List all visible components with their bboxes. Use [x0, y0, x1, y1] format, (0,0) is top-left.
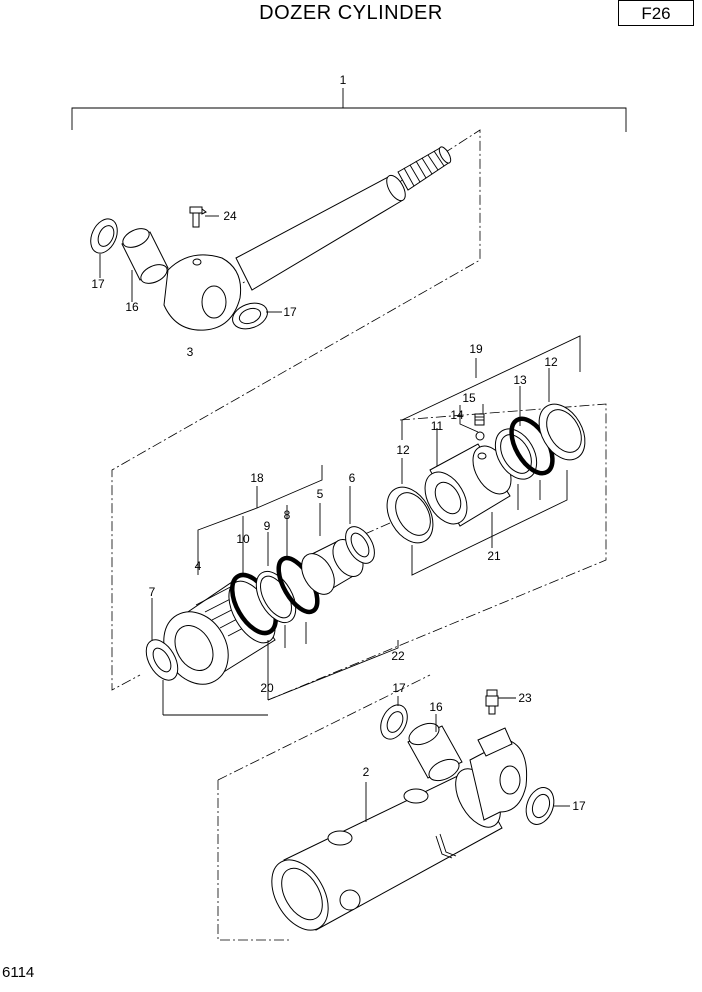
- rod-thread: [403, 150, 445, 187]
- cylinder-tube: [271, 727, 528, 931]
- callout-2: 2: [363, 765, 370, 779]
- callout-6: 6: [349, 471, 356, 485]
- grease-fitting-23: [485, 689, 516, 715]
- callout-9: 9: [264, 519, 271, 533]
- callout-15: 15: [462, 391, 476, 405]
- set-screw-15: [474, 413, 485, 426]
- callout-1: 1: [340, 73, 347, 87]
- callout-19: 19: [469, 342, 483, 356]
- callout-18: 18: [250, 471, 264, 485]
- piston-5: [301, 539, 364, 595]
- seal-7: [145, 639, 179, 681]
- rod-eye: [163, 254, 242, 331]
- callout-16-lower: 16: [429, 700, 443, 714]
- callout-17-upper-left: 17: [91, 277, 105, 291]
- callout-16-upper: 16: [125, 300, 139, 314]
- callout-13: 13: [513, 373, 527, 387]
- callout-23: 23: [518, 691, 532, 705]
- ring-12-left: [386, 486, 434, 544]
- callout-21: 21: [487, 549, 501, 563]
- callout-labels: 1 2 3 4 5 6 7 8 9 10 11 12 12 13 14 15 1…: [91, 73, 586, 813]
- steel-ball-14: [475, 431, 485, 441]
- callout-8: 8: [284, 508, 291, 522]
- ring-6: [345, 526, 375, 564]
- assembly-bracket-1: [71, 88, 627, 132]
- dust-seal-17-lower-left: [380, 696, 408, 740]
- callout-17-lower-left: 17: [392, 681, 406, 695]
- leader-lines-middle-left: [151, 465, 399, 716]
- piston-rod: [235, 146, 452, 291]
- bushing-16-upper: [121, 228, 169, 302]
- callout-12-left: 12: [396, 443, 410, 457]
- ring-12-right: [538, 403, 586, 461]
- callout-24: 24: [223, 209, 237, 223]
- dust-seal-17-lower-right: [525, 787, 570, 825]
- dust-seal-17-upper-right: [232, 302, 282, 330]
- callout-3: 3: [187, 345, 194, 359]
- grease-fitting-24: [189, 206, 219, 228]
- callout-11: 11: [431, 419, 444, 433]
- gland-4: [163, 579, 276, 685]
- callout-10: 10: [236, 532, 250, 546]
- callout-17-upper-right: 17: [283, 305, 297, 319]
- callout-22: 22: [391, 649, 405, 663]
- callout-4: 4: [195, 559, 202, 573]
- callout-12-right: 12: [544, 355, 558, 369]
- page-reference: F26: [618, 0, 694, 26]
- dust-seal-17-upper-left: [90, 218, 118, 278]
- leader-lines-middle-right: [401, 335, 581, 576]
- diagram-title: DOZER CYLINDER: [259, 2, 443, 24]
- callout-20: 20: [260, 681, 274, 695]
- callout-14: 14: [450, 408, 464, 422]
- callout-7: 7: [149, 585, 156, 599]
- bushing-16-lower: [407, 714, 463, 782]
- callout-5: 5: [317, 487, 324, 501]
- callout-17-lower-right: 17: [572, 799, 586, 813]
- document-number: 6114: [2, 964, 35, 981]
